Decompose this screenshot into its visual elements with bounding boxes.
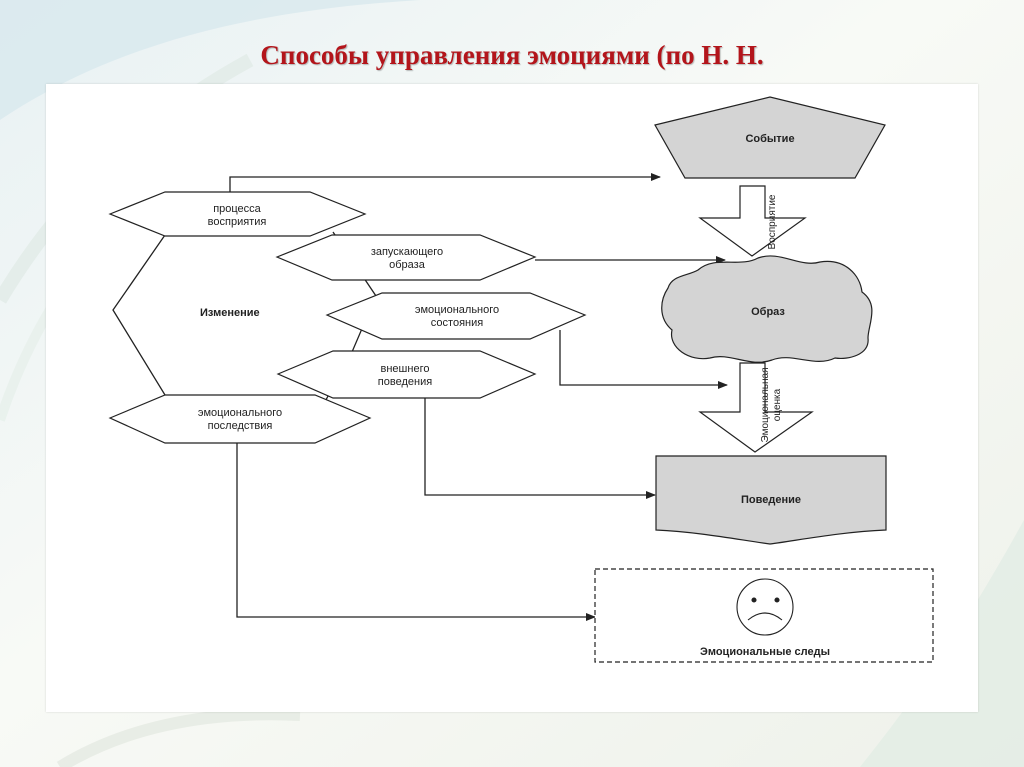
change-label: Изменение xyxy=(200,307,260,319)
connector-state-to-evaluation xyxy=(559,330,728,389)
hexagon-perception: процесса восприятия xyxy=(108,191,367,237)
emotional-traces-label: Эмоциональные следы xyxy=(700,646,830,658)
hexagon-emotional-state-line1: эмоционального xyxy=(415,304,499,316)
sad-face-icon xyxy=(736,578,794,636)
behavior-label: Поведение xyxy=(741,494,801,506)
perception-arrow: Восприятие xyxy=(698,185,807,257)
hexagon-emotional-consequence-line2: последствия xyxy=(208,420,273,432)
hexagon-trigger-line2: образа xyxy=(389,259,426,271)
connector-behavior-to-behavior xyxy=(424,398,656,499)
connectors xyxy=(112,173,728,621)
hexagon-perception-line2: восприятия xyxy=(208,216,267,228)
hexagon-perception-line1: процесса xyxy=(213,203,261,215)
hexagon-emotional-consequence-line1: эмоционального xyxy=(198,407,282,419)
hexagon-external-behavior-line2: поведения xyxy=(378,376,432,388)
evaluation-arrow-label-line2: оценка xyxy=(772,388,783,421)
event-label: Событие xyxy=(745,133,794,145)
event-pentagon: Событие xyxy=(654,96,886,179)
bracket-left xyxy=(112,234,166,396)
hexagon-emotional-consequence: эмоционального последствия xyxy=(108,394,372,444)
hexagon-emotional-state: эмоционального состояния xyxy=(325,292,587,340)
evaluation-arrow: Эмоциональная оценка xyxy=(698,362,814,453)
connector-consequence-to-traces xyxy=(236,443,596,621)
hexagon-external-behavior-line1: внешнего xyxy=(381,363,430,375)
evaluation-arrow-label-line1: Эмоциональная xyxy=(760,367,771,442)
hexagon-emotional-state-line2: состояния xyxy=(431,317,483,329)
image-label: Образ xyxy=(751,306,785,318)
emotional-traces-box: Эмоциональные следы xyxy=(594,568,934,663)
image-cloud: Образ xyxy=(661,255,873,363)
hexagon-trigger-line1: запускающего xyxy=(371,246,443,258)
behavior-shape: Поведение xyxy=(655,455,887,545)
hexagon-external-behavior: внешнего поведения xyxy=(276,350,537,399)
connector-perception-to-event xyxy=(229,173,661,192)
slide-title: Способы управления эмоциями (по Н. Н. xyxy=(260,40,764,70)
perception-arrow-label: Восприятие xyxy=(767,194,778,249)
hexagon-trigger: запускающего образа xyxy=(275,234,537,281)
